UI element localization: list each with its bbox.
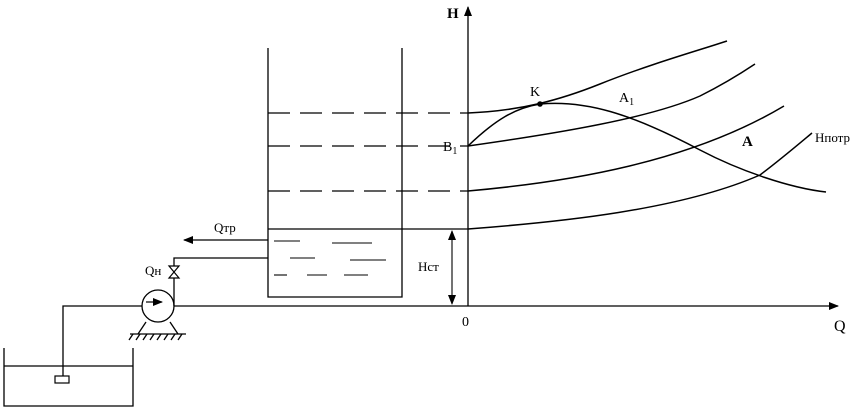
h-axis-label: H: [447, 6, 459, 22]
tank-water-surface-marks: [274, 240, 386, 276]
a1-sub: 1: [629, 97, 634, 108]
point-k: [537, 101, 543, 107]
qn-label: Qн: [145, 263, 161, 278]
hst-label: Hст: [418, 259, 439, 274]
pump-characteristic-curve: [467, 102, 827, 193]
system-curve-2: [467, 105, 785, 192]
a1-label: A1: [619, 91, 634, 108]
level-dashed-lines: [268, 112, 468, 192]
system-curve-1: [467, 174, 761, 230]
lower-reservoir: [3, 348, 134, 407]
b1-label: B1: [443, 140, 457, 157]
suction-pipe: [62, 305, 140, 376]
b1-sub: 1: [452, 146, 457, 157]
pump-icon: [128, 289, 186, 341]
upper-tank: [267, 48, 403, 298]
system-curve-4: [467, 40, 728, 114]
a1-main: A: [619, 91, 630, 106]
suction-strainer: [54, 375, 70, 384]
qtr-label: Qтр: [214, 220, 236, 235]
system-curves: [467, 40, 813, 230]
origin-label: 0: [462, 315, 469, 330]
system-curve-3: [467, 63, 756, 147]
b1-main: B: [443, 140, 452, 155]
valve-icon: [167, 265, 181, 279]
hpotr-label: Hпотр: [815, 130, 850, 145]
a-label: A: [742, 134, 753, 150]
k-label: K: [530, 85, 540, 100]
q-axis-label: Q: [834, 318, 846, 335]
pressure-pipe-upper: [173, 257, 268, 266]
hpotr-curve: [759, 132, 813, 176]
